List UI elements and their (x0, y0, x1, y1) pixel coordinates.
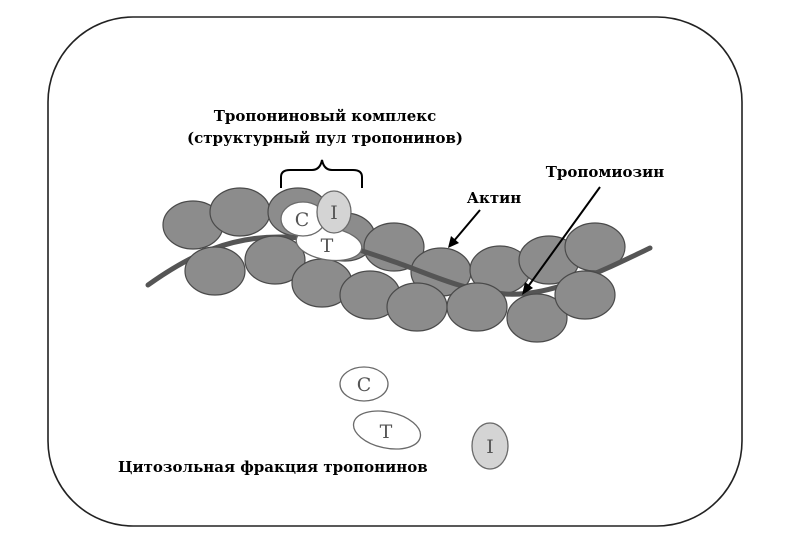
troponin-t-free (352, 410, 422, 450)
troponin-i-free (471, 422, 509, 470)
complex-label-line2: (структурный пул тропонинов) (187, 129, 463, 147)
actin-filament-front (184, 235, 616, 343)
cytosolic-troponins: C T I (339, 366, 509, 470)
troponin-t-free-label: T (380, 421, 393, 443)
troponin-c-free (339, 366, 389, 402)
complex-label-line1: Тропониновый комплекс (214, 107, 436, 125)
troponin-i-bound-label: I (330, 202, 338, 224)
troponin-t-bound-label: T (321, 235, 334, 257)
tropomyosin-arrow (522, 186, 601, 295)
troponin-i-free-label: I (486, 436, 494, 458)
actin-label: Актин (467, 189, 521, 207)
actin-monomer (209, 187, 271, 237)
tropomyosin-strand (145, 234, 653, 297)
actin-monomer (446, 282, 508, 332)
troponin-c-free-label: C (357, 374, 372, 396)
actin-arrow (448, 209, 481, 248)
actin-monomer (184, 246, 246, 296)
actin-monomer (506, 293, 568, 343)
tropomyosin-label: Тропомиозин (546, 163, 664, 181)
troponin-i-bound (316, 190, 352, 234)
actin-monomer (244, 235, 306, 285)
troponin-c-bound-label: C (295, 209, 310, 231)
complex-brace (280, 159, 363, 188)
troponin-complex: T C I (280, 190, 363, 262)
actin-monomer (386, 282, 448, 332)
cytosolic-label: Цитозольная фракция тропонинов (118, 458, 428, 476)
actin-monomer (554, 270, 616, 320)
